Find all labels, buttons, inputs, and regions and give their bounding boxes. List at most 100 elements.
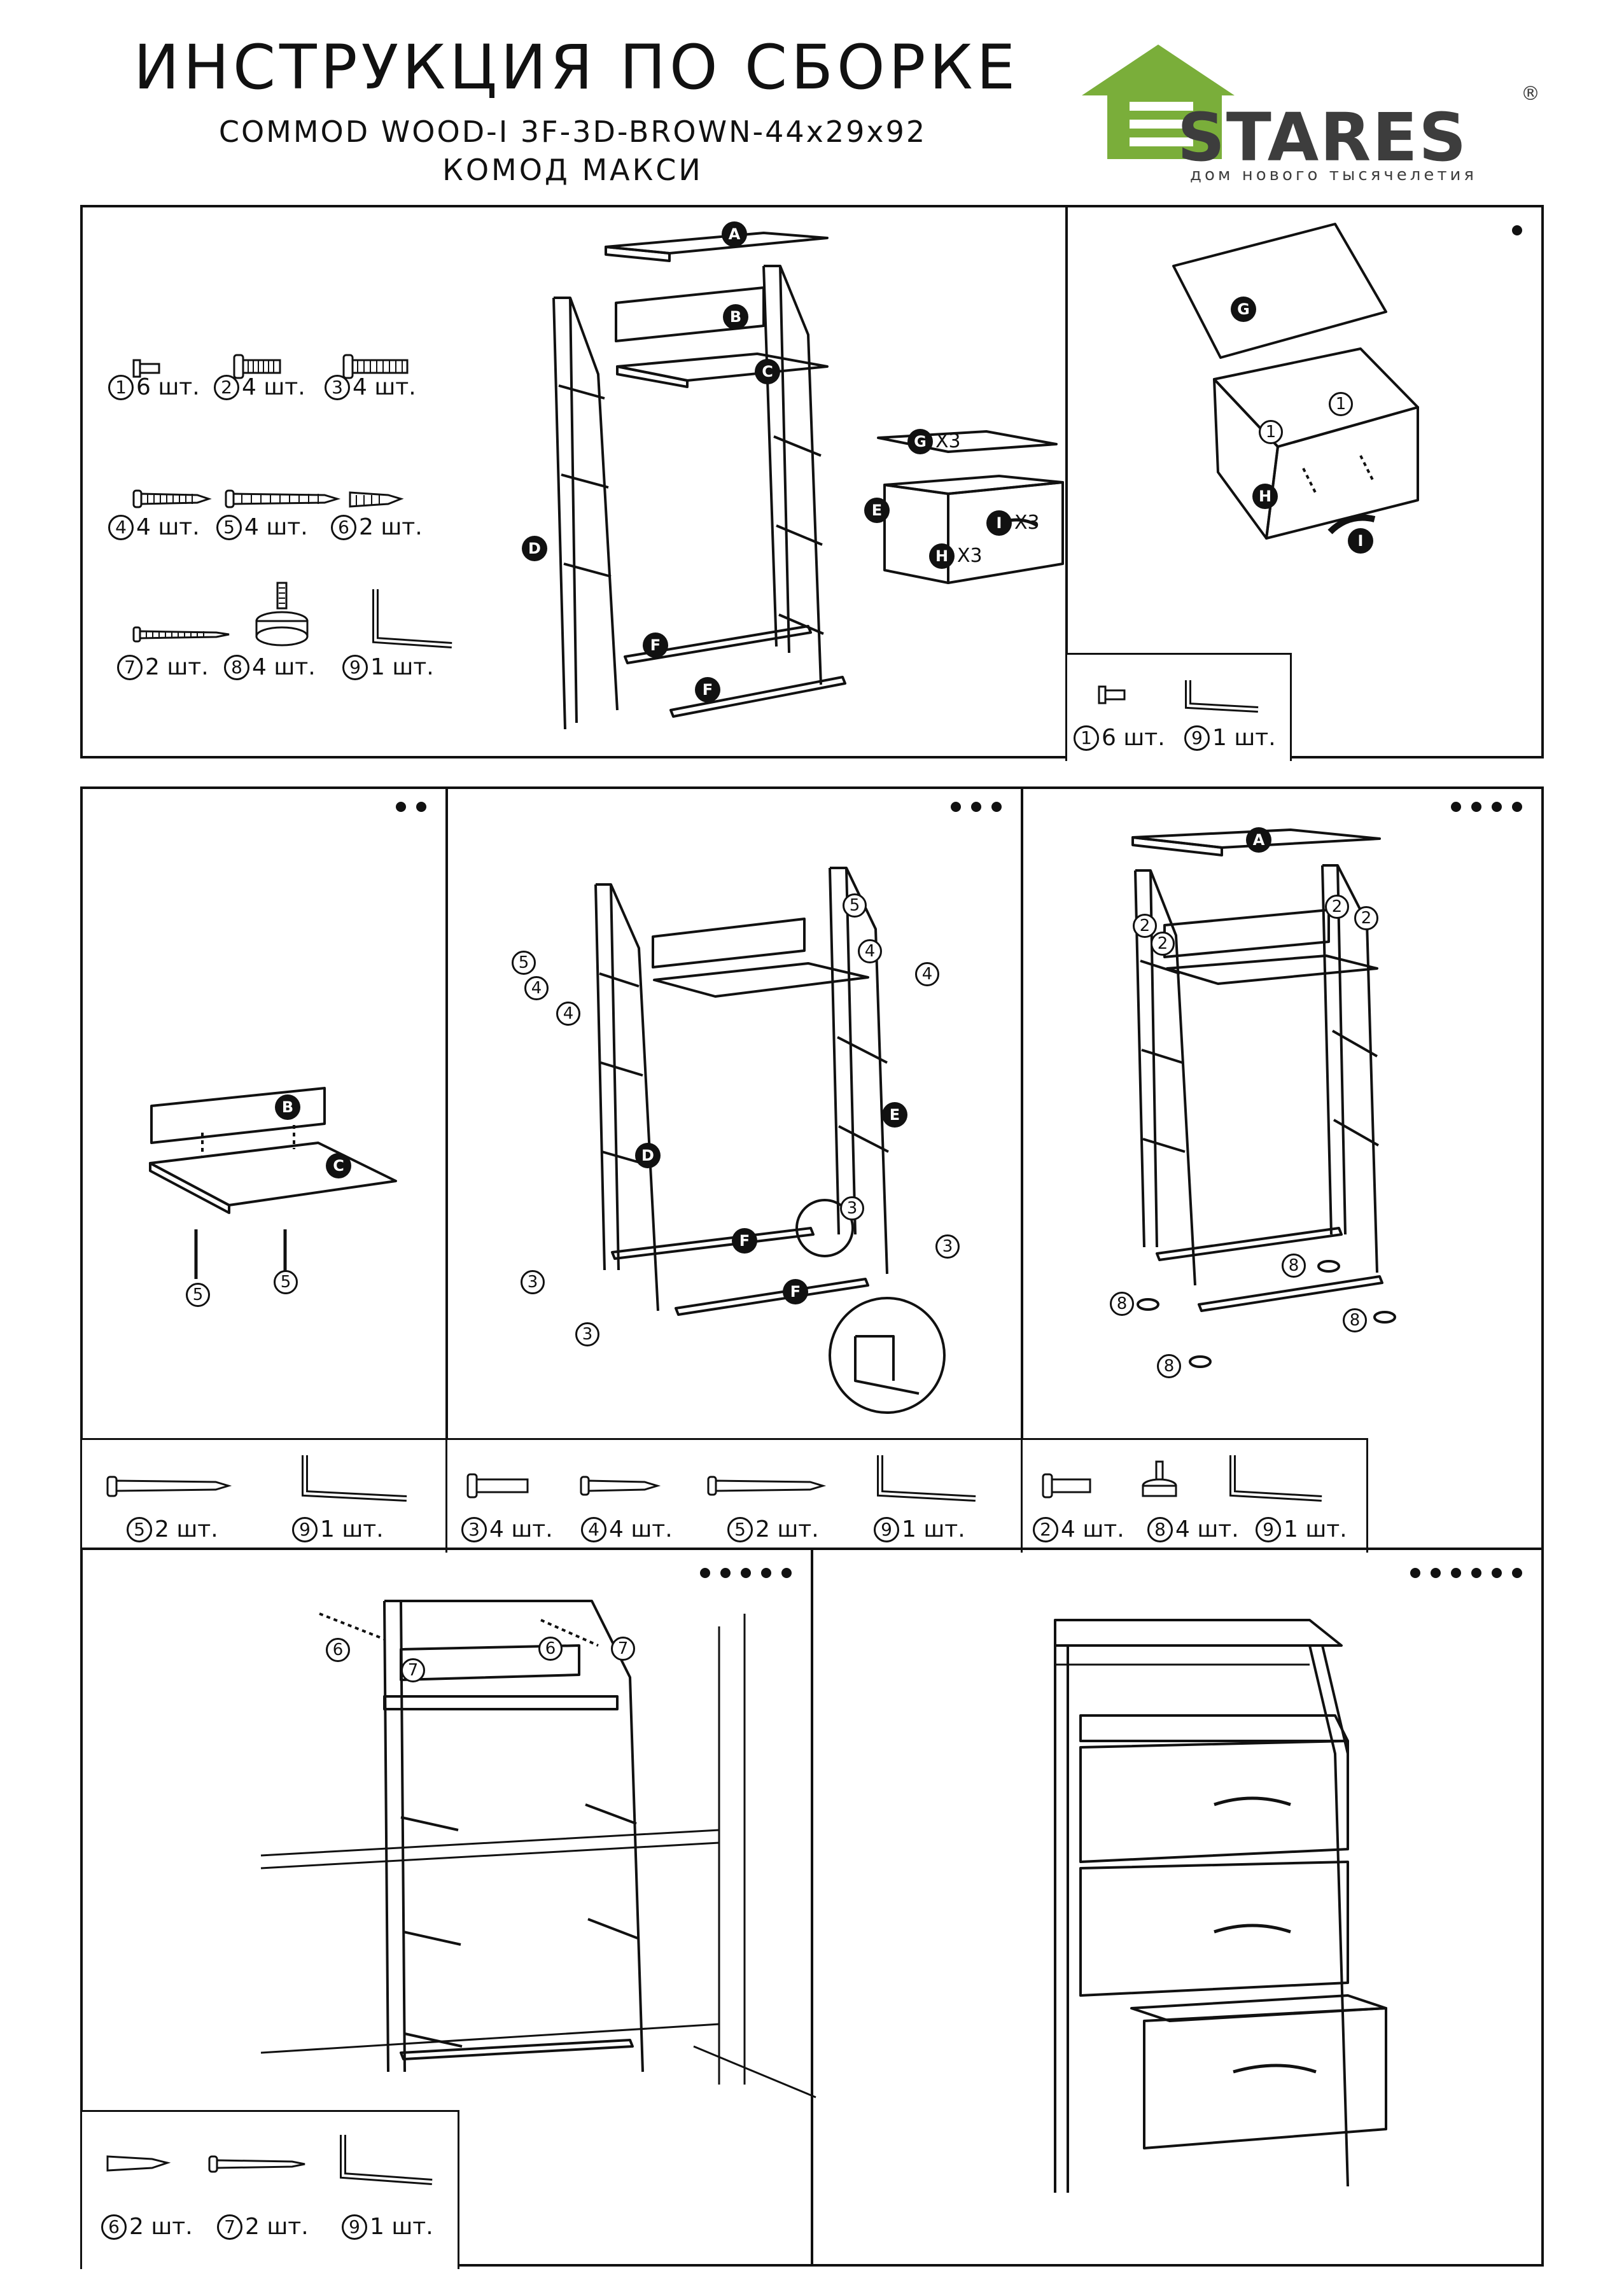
step-4-indicator (1451, 802, 1522, 812)
label-g: G (1231, 297, 1256, 322)
screw-4-callout-d: 4 (915, 962, 939, 986)
screw-7-icon (132, 626, 230, 643)
product-name: КОМОД МАКСИ (442, 153, 703, 187)
bolt-2-callout-c: 2 (1325, 895, 1349, 919)
bolt-3-icon (342, 354, 409, 379)
screw-1-callout-a: 1 (1259, 420, 1283, 444)
hex-key-9-icon (1229, 1455, 1322, 1502)
frame-assembly-drawing (594, 867, 946, 1414)
drawer-assembly-drawing (1172, 223, 1419, 540)
screw-7-icon (208, 2155, 305, 2173)
screw-4-callout-c: 4 (858, 939, 882, 963)
screw-3-callout-d: 3 (935, 1234, 960, 1259)
screw-5-icon (225, 489, 341, 508)
model-code: COMMOD WOOD-I 3F-3D-BROWN-44x29x92 (218, 115, 927, 149)
screw-1-callout-b: 1 (1329, 392, 1353, 416)
label-i: I (986, 510, 1012, 536)
page-title: ИНСТРУКЦИЯ ПО СБОРКЕ (134, 32, 1019, 103)
label-f-1: F (643, 632, 668, 658)
step-2-indicator (396, 802, 426, 812)
label-f-2: F (783, 1279, 808, 1304)
label-b: B (275, 1094, 300, 1120)
hex-key-9-icon (340, 2135, 433, 2185)
label-e: E (882, 1102, 907, 1128)
label-a: A (722, 221, 747, 247)
brand-logo: STARES ® дом нового тысячелетия (1082, 45, 1540, 191)
screw-4-icon (132, 489, 212, 508)
anchor-6-callout-b: 6 (538, 1637, 563, 1661)
label-e: E (864, 498, 890, 523)
bolt-3-icon (466, 1473, 529, 1499)
step-4-hardware (1042, 1455, 1322, 1502)
label-i: I (1348, 528, 1373, 554)
label-a: A (1246, 827, 1271, 853)
label-h: H (929, 543, 955, 569)
screw-5-icon (106, 1476, 232, 1497)
screw-5-callout-a: 5 (512, 951, 536, 975)
label-c: C (755, 359, 780, 384)
brand-name: STARES (1177, 99, 1468, 176)
wall-anchor-drawing (260, 1600, 816, 2099)
step-1-hardware (1098, 680, 1259, 713)
screw-5-callout-a: 5 (186, 1283, 210, 1307)
bolt-2-callout-a: 2 (1133, 914, 1157, 938)
hex-key-9-icon (1185, 680, 1259, 713)
screw-3-callout-a: 3 (521, 1270, 545, 1294)
bolt-2-icon (1042, 1473, 1091, 1499)
label-f-2: F (695, 677, 720, 702)
hex-key-9-icon (372, 589, 452, 648)
foot-8-callout-c: 8 (1282, 1254, 1306, 1278)
registered-mark: ® (1521, 83, 1540, 105)
step-6-panel (811, 1548, 1544, 2267)
step-1-indicator (1512, 225, 1522, 235)
anchor-6-icon (106, 2155, 171, 2172)
anchor-6-icon (349, 491, 404, 508)
label-f-1: F (732, 1228, 757, 1254)
brand-tagline: дом нового тысячелетия (1190, 165, 1477, 185)
h-multiplier: X3 (957, 545, 983, 567)
house-logo-icon (1082, 45, 1235, 159)
exploded-frame-drawing (552, 232, 1064, 730)
screw-3-callout-b: 3 (575, 1322, 599, 1346)
anchor-6-callout-a: 6 (326, 1638, 350, 1662)
bolt-2-callout-b: 2 (1151, 932, 1175, 956)
label-d: D (635, 1143, 661, 1168)
screw-1-icon (1098, 685, 1126, 704)
label-h: H (1252, 484, 1278, 509)
step-2-hardware (106, 1455, 407, 1502)
step-5-indicator (700, 1568, 792, 1578)
label-b: B (723, 304, 748, 330)
foot-8-icon (255, 582, 309, 646)
foot-8-callout-b: 8 (1157, 1354, 1181, 1378)
step-6-indicator (1410, 1568, 1522, 1578)
screw-3-callout-c: 3 (840, 1196, 864, 1220)
screw-4-callout-a: 4 (524, 976, 549, 1000)
screw-5-icon (707, 1476, 827, 1496)
hardware-set (132, 354, 452, 648)
hex-key-9-icon (302, 1455, 407, 1502)
